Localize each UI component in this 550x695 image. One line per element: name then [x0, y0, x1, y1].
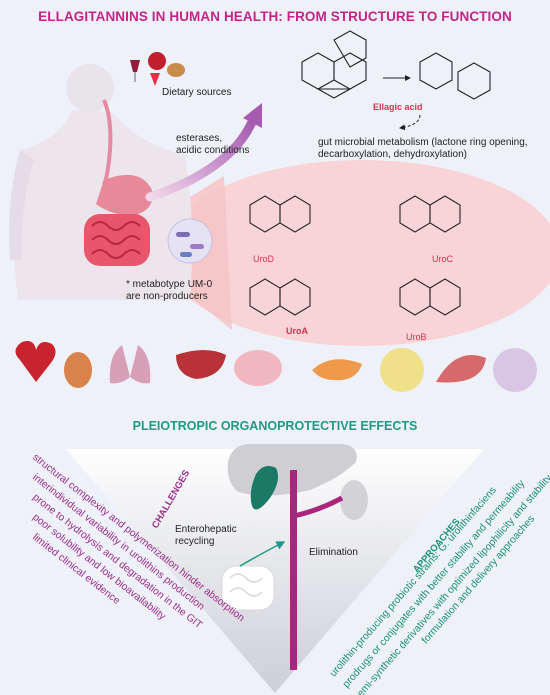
- microbial-dashed-arrow: [399, 114, 421, 131]
- page-title: ELLAGITANNINS IN HUMAN HEALTH: FROM STRU…: [38, 9, 512, 24]
- stomach-icon: [96, 174, 153, 216]
- uro-d-label: UroD: [253, 254, 275, 264]
- gut-metabolism-label: gut microbial metabolism (lactone ring o…: [318, 137, 528, 160]
- bacteria-icon: [167, 218, 213, 264]
- esophagus-icon: [102, 99, 113, 186]
- elimination-label: Elimination: [309, 547, 358, 558]
- metabotype-note: * metabotype UM-0 are non-producers: [126, 279, 213, 302]
- uro-b-label: UroB: [406, 332, 427, 342]
- opened-ring-structure: [419, 52, 491, 100]
- metabolism-arrow: [145, 117, 257, 202]
- enterohepatic-label: Enterohepatic recycling: [175, 524, 237, 547]
- dietary-sources-icon: [130, 52, 185, 86]
- ellagic-acid-structure: [301, 30, 367, 99]
- liver-kidney-diagram: [221, 443, 368, 670]
- dietary-sources-label: Dietary sources: [162, 87, 232, 98]
- intestines-icon: [84, 214, 150, 266]
- enterohepatic-arrow: [239, 541, 286, 567]
- metabolism-arrowhead: [243, 103, 262, 128]
- ellagic-acid-label: Ellagic acid: [373, 102, 423, 112]
- esterases-label: esterases, acidic conditions: [176, 133, 250, 156]
- urolithin-ellipse: [164, 160, 550, 346]
- uro-c-label: UroC: [432, 254, 454, 264]
- urolithin-structures: [249, 195, 461, 316]
- funnel-cone: [66, 449, 484, 693]
- uro-a-label: UroA: [286, 326, 308, 336]
- organ-icons-row: [15, 341, 537, 392]
- pleiotropic-heading: PLEIOTROPIC ORGANOPROTECTIVE EFFECTS: [132, 419, 418, 433]
